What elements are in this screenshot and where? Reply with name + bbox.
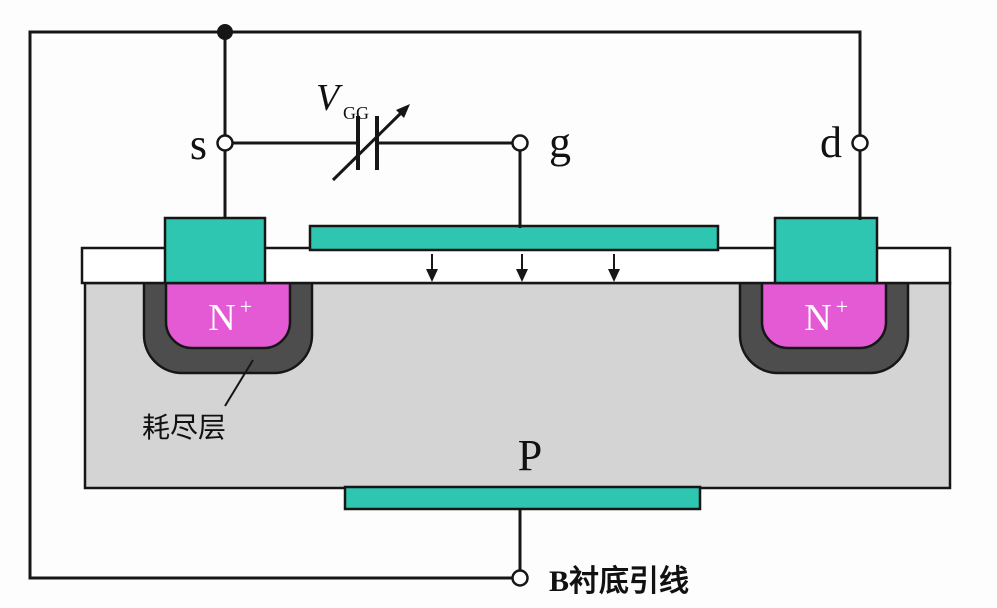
- p-substrate-label: P: [518, 431, 542, 480]
- depletion-leader-line: [224, 359, 254, 407]
- drain-terminal-label: d: [820, 118, 842, 167]
- source-contact: [163, 216, 267, 285]
- field-arrow-head: [608, 269, 620, 282]
- source-n-plus-superscript: +: [240, 294, 252, 319]
- vgg-arrow-head: [396, 104, 410, 118]
- substrate-bottom-contact: [343, 485, 702, 511]
- vgg-label-subscript: GG: [343, 103, 369, 123]
- gate-field-arrows: [426, 254, 620, 282]
- drain-n-plus-text: N: [804, 297, 831, 339]
- drain-n-plus-label: N +: [804, 294, 848, 339]
- junction-dot: [217, 24, 233, 40]
- substrate-lead-label: B衬底引线: [549, 565, 689, 598]
- gate-terminal-label: g: [549, 118, 571, 167]
- drain-contact: [773, 216, 879, 285]
- source-terminal-node: [216, 134, 234, 152]
- gate-terminal-node: [511, 134, 529, 152]
- vgg-label-main: V: [316, 77, 343, 119]
- field-arrow-head: [516, 269, 528, 282]
- source-n-plus-label: N +: [208, 294, 252, 339]
- source-terminal-label: s: [190, 120, 207, 169]
- vgg-variable-arrow: [331, 110, 404, 182]
- vgg-label: V GG: [316, 77, 369, 123]
- substrate-terminal-node: [511, 569, 529, 587]
- source-n-plus-text: N: [208, 297, 235, 339]
- drain-n-plus-superscript: +: [836, 294, 848, 319]
- field-arrow-head: [426, 269, 438, 282]
- gate-electrode: [308, 224, 720, 252]
- drain-n-plus-region: [760, 281, 888, 350]
- vgg-variable-source-symbol: [331, 104, 410, 182]
- depletion-layer-label: 耗尽层: [142, 413, 226, 444]
- source-n-plus-region: [164, 281, 292, 350]
- drain-terminal-node: [851, 134, 869, 152]
- outer-loop-wire: [28, 30, 862, 580]
